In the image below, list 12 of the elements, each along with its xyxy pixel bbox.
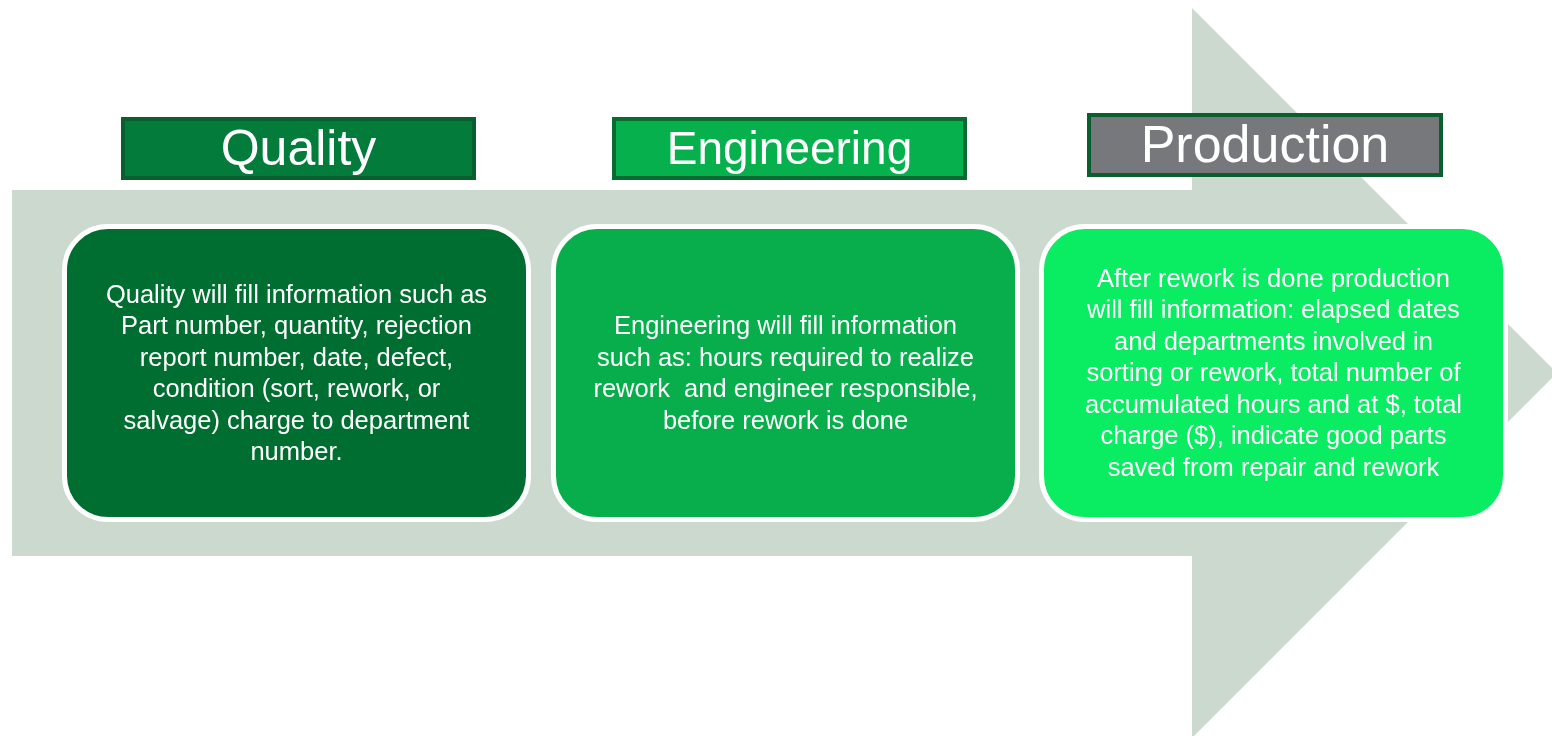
stage-header (1087, 113, 1443, 177)
stage-title: Quality (220, 119, 377, 178)
stage-title: Engineering (666, 122, 913, 175)
stage-card (1039, 224, 1508, 522)
stage-title: Production (1140, 115, 1390, 175)
stage-header (121, 117, 476, 180)
stage-header (612, 117, 967, 180)
stage-card (551, 224, 1020, 522)
stage-description: Quality will fill information such as Part number, quantity, rejection report number, date, defect, condition (sort, rework, or salvage) charge to department number. (104, 278, 489, 467)
stage-card (62, 224, 531, 522)
stage-description: After rework is done production will fill information: elapsed dates and departments involved in sorting or rework, total number of accumulated hours and at $, total charge ($), indicate good parts saved from repair and rework (1083, 262, 1464, 483)
stage-description: Engineering will fill information such as: hours required to realize rework and engineer responsible, before rework is done (592, 310, 979, 436)
